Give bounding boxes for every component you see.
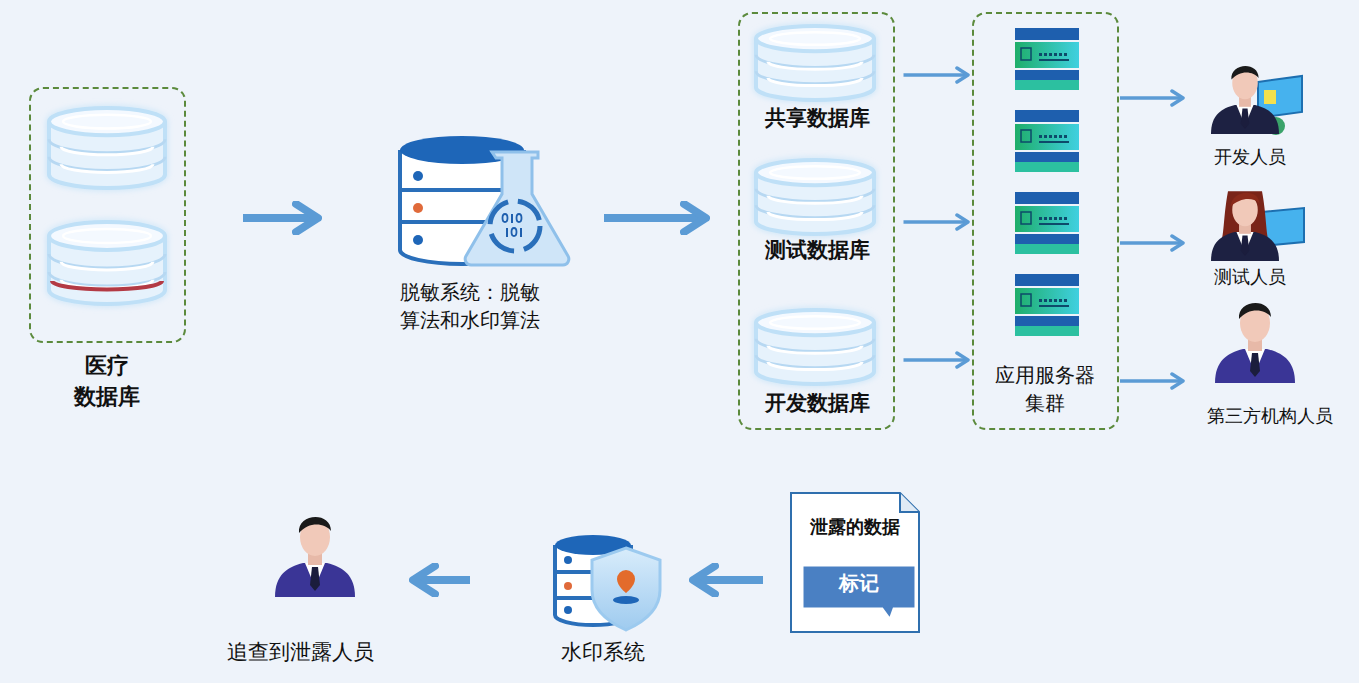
flow-arrow <box>1120 241 1183 245</box>
flow-arrow <box>413 576 470 584</box>
database: 测试数据库 <box>745 153 890 265</box>
node-label: 脱敏系统：脱敏 算法和水印算法 <box>385 278 555 334</box>
server-cluster: 应用服务器 集群 <box>972 12 1119 430</box>
node-label: 开发人员 <box>1195 144 1305 169</box>
flow-arrow <box>1120 379 1183 383</box>
database: 开发数据库 <box>745 303 890 420</box>
document-shape <box>790 492 920 633</box>
flow-arrow <box>904 73 969 77</box>
flow-arrow <box>604 214 706 222</box>
node-label: 开发数据库 <box>745 389 890 418</box>
flow-arrow <box>243 214 318 222</box>
node-label: 泄露的数据 <box>790 514 920 539</box>
database-group: 共享数据库测试数据库开发数据库 <box>738 12 895 430</box>
node-label: 测试数据库 <box>745 236 890 265</box>
flow-arrow <box>904 220 969 224</box>
node-label: 第三方机构人员 <box>1195 403 1345 428</box>
node-label: 应用服务器 集群 <box>985 361 1105 417</box>
watermark-system: 水印系统 <box>540 525 665 670</box>
person: 第三方机构人员 <box>1195 300 1345 430</box>
flow-arrow <box>904 358 969 362</box>
database-group: 医疗 数据库 <box>29 87 186 343</box>
leaked-document: 泄露的数据标记 <box>790 492 920 633</box>
flow-arrow <box>693 576 763 584</box>
node-label: 医疗 数据库 <box>57 351 157 413</box>
database: 共享数据库 <box>745 20 890 132</box>
desensitization-system: 脱敏系统：脱敏 算法和水印算法 <box>375 135 565 335</box>
flow-arrow <box>1120 96 1183 100</box>
tag-label: 标记 <box>802 569 916 597</box>
node-label: 追查到泄露人员 <box>205 638 395 667</box>
person: 追查到泄露人员 <box>205 510 395 670</box>
node-label: 水印系统 <box>540 638 665 667</box>
person: 测试人员 <box>1195 190 1305 290</box>
node-label: 共享数据库 <box>745 104 890 133</box>
person: 开发人员 <box>1195 60 1305 172</box>
node-label: 测试人员 <box>1195 264 1305 289</box>
